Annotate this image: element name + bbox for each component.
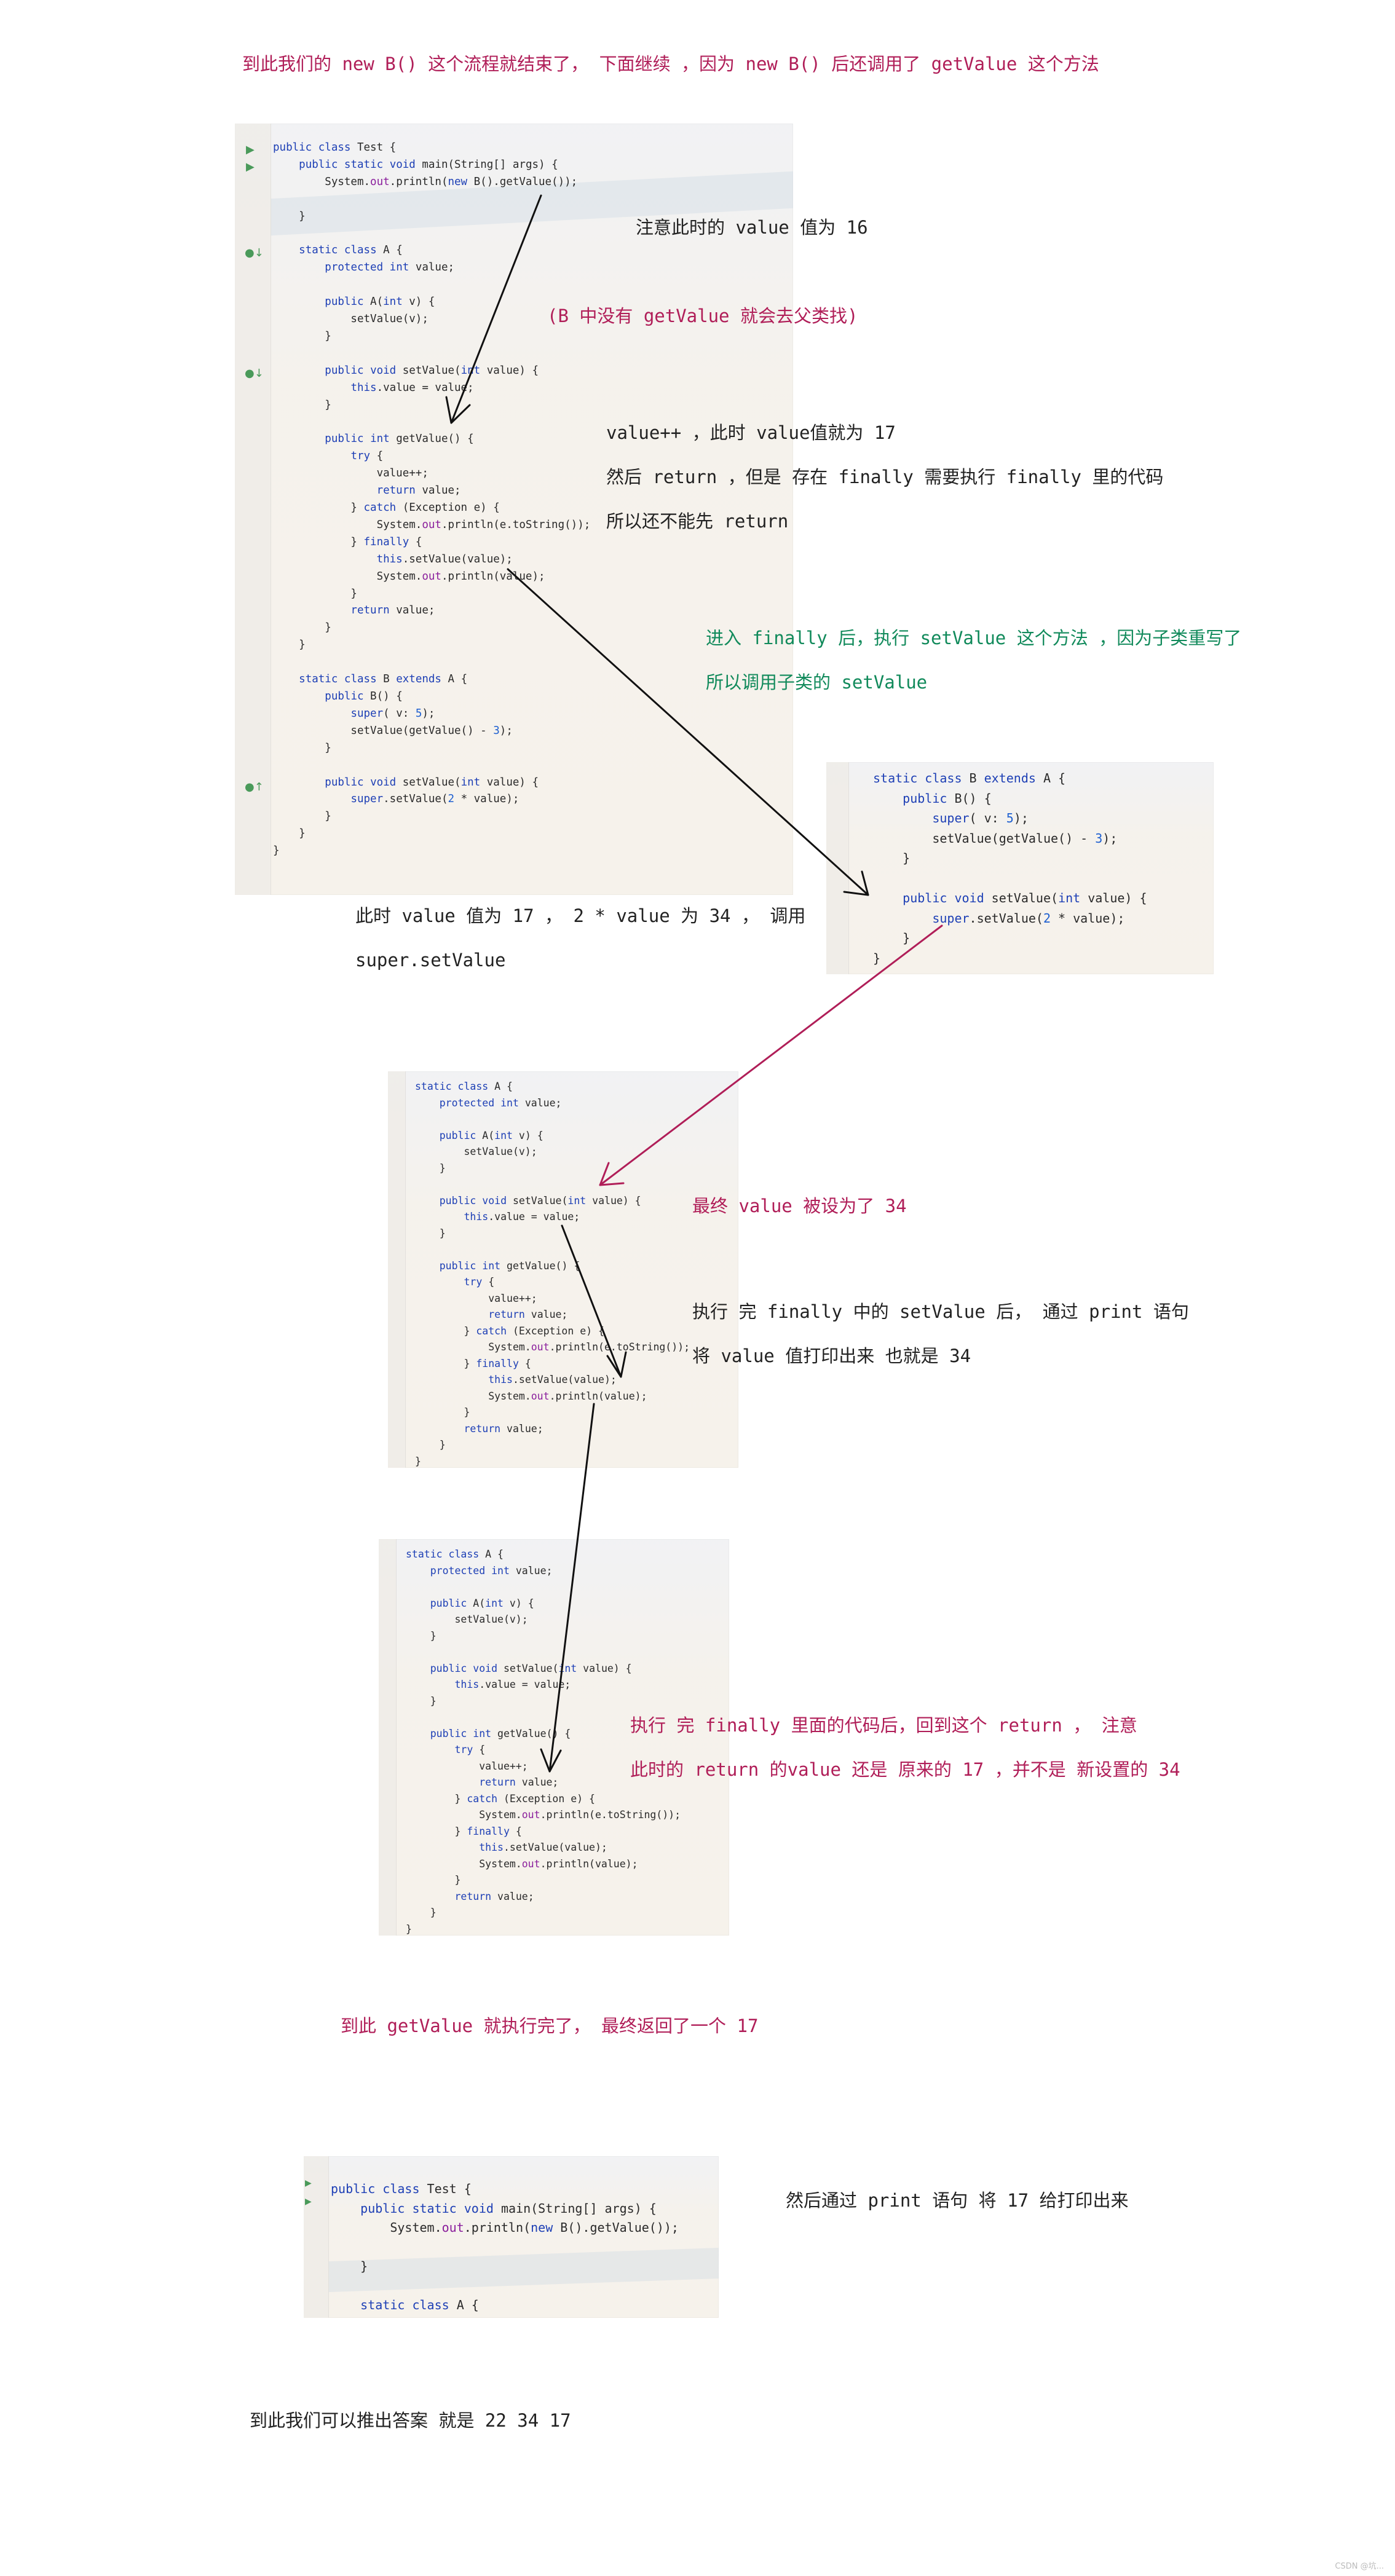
code-block-main: public class Test { public static void m…	[331, 2181, 679, 2312]
note-answer: 到此我们可以推出答案 就是 22 34 17	[250, 2410, 571, 2431]
arrow-to-return-head	[540, 1748, 562, 1773]
note-print-17: 然后通过 print 语句 将 17 给打印出来	[786, 2190, 1129, 2211]
editor-gutter	[235, 124, 271, 895]
note-finally-2: 所以调用子类的 setValue	[706, 672, 928, 693]
note-increment-3: 所以还不能先 return	[606, 511, 789, 532]
intro-note: 到此我们的 new B() 这个流程就结束了， 下面继续 ，因为 new B()…	[242, 53, 1099, 74]
arrow-to-class-b	[507, 568, 869, 896]
run-icon: ▶	[305, 2197, 312, 2207]
note-return-2: 此时的 return 的value 还是 原来的 17 ，并不是 新设置的 34	[630, 1759, 1180, 1780]
note-done: 到此 getValue 就执行完了， 最终返回了一个 17	[341, 2015, 759, 2036]
note-value-17-1: 此时 value 值为 17 ， 2 * value 为 34 ， 调用	[355, 905, 806, 926]
note-print-1: 执行 完 finally 中的 setValue 后， 通过 print 语句	[692, 1301, 1189, 1322]
arrow-to-super-head	[599, 1162, 625, 1186]
run-icon: ▶	[305, 2178, 312, 2188]
code-block-class-a-1: static class A { protected int value; pu…	[415, 1081, 690, 1467]
note-increment-1: value++ ，此时 value值就为 17	[606, 422, 896, 443]
arrow-to-println-head	[606, 1351, 627, 1378]
override-icon: ●↑	[245, 781, 264, 794]
code-screenshot-class-a-1: static class A { protected int value; pu…	[388, 1071, 738, 1468]
override-icon: ●↓	[245, 367, 264, 380]
editor-gutter	[304, 2156, 329, 2318]
editor-gutter	[388, 1071, 406, 1468]
code-screenshot-main: ▶ ▶ public class Test { public static vo…	[304, 2156, 719, 2318]
editor-gutter	[379, 1539, 397, 1936]
code-screenshot-class-b: static class B extends A { public B() { …	[826, 762, 1214, 974]
note-increment-2: 然后 return ，但是 存在 finally 需要执行 finally 里的…	[606, 467, 1164, 487]
note-value-17-2: super.setValue	[355, 950, 506, 971]
arrow-to-getvalue	[450, 194, 542, 424]
run-icon: ▶	[246, 160, 255, 173]
code-block-class-b: static class B extends A { public B() { …	[873, 771, 1147, 966]
note-final-34: 最终 value 被设为了 34	[692, 1195, 907, 1216]
code-block-class-a-2: static class A { protected int value; pu…	[406, 1548, 681, 1935]
arrow-to-getvalue-head	[445, 396, 471, 424]
arrow-to-super	[599, 924, 943, 1186]
note-print-2: 将 value 值打印出来 也就是 34	[692, 1345, 971, 1366]
note-value-16: 注意此时的 value 值为 16	[636, 217, 868, 238]
run-icon: ▶	[246, 143, 255, 156]
code-screenshot-full: ▶ ▶ ●↓ ●↓ ●↑ public class Test { public …	[235, 124, 793, 895]
footer-watermark: CSDN @坑...	[1335, 2562, 1384, 2571]
override-icon: ●↓	[245, 246, 264, 259]
code-block-full: public class Test { public static void m…	[273, 141, 591, 857]
arrow-to-println	[561, 1224, 622, 1378]
note-return-1: 执行 完 finally 里面的代码后，回到这个 return ， 注意	[630, 1715, 1137, 1736]
arrow-to-class-b-head	[843, 870, 869, 896]
arrow-to-return	[548, 1403, 595, 1773]
note-no-getvalue: (B 中没有 getValue 就会去父类找)	[547, 305, 858, 326]
note-finally-1: 进入 finally 后，执行 setValue 这个方法 ，因为子类重写了	[706, 628, 1242, 648]
